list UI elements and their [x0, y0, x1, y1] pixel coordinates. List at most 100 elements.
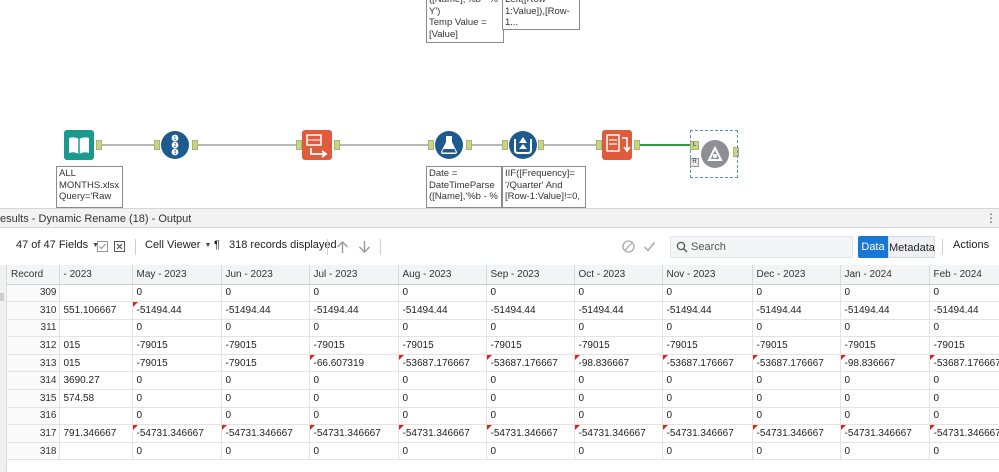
table-cell[interactable]: 0	[662, 371, 753, 391]
table-cell[interactable]: 0	[662, 442, 753, 461]
column-header[interactable]: Aug - 2023	[398, 265, 487, 285]
table-cell[interactable]: -79015	[929, 336, 999, 355]
table-cell[interactable]: -79015	[132, 354, 222, 373]
table-cell[interactable]: 574.58	[59, 389, 133, 408]
column-header[interactable]: Jun - 2023	[221, 265, 310, 285]
table-cell[interactable]: 0	[398, 284, 487, 303]
table-cell[interactable]: -51494.44	[486, 301, 575, 320]
table-cell[interactable]: -53687.176667	[398, 354, 487, 373]
table-cell[interactable]: 0	[752, 284, 841, 303]
table-cell[interactable]: 0	[929, 284, 999, 303]
table-cell[interactable]: 0	[398, 319, 487, 338]
table-cell[interactable]: -79015	[662, 336, 753, 355]
table-cell[interactable]: -51494.44	[398, 301, 487, 320]
output-anchor[interactable]	[192, 140, 198, 150]
table-cell[interactable]: 0	[752, 319, 841, 338]
checkbox-list-icon[interactable]	[97, 241, 108, 252]
input-anchor[interactable]	[154, 140, 160, 150]
table-cell[interactable]: -54731.346667	[398, 424, 487, 443]
table-cell[interactable]: 0	[398, 389, 487, 408]
table-cell[interactable]: -54731.346667	[929, 424, 999, 443]
table-cell[interactable]: 0	[309, 371, 399, 391]
column-header[interactable]: May - 2023	[132, 265, 222, 285]
table-cell[interactable]: -54731.346667	[309, 424, 399, 443]
table-cell[interactable]: -54731.346667	[486, 424, 575, 443]
multi-row-formula-tool-icon[interactable]	[508, 130, 538, 160]
table-cell[interactable]: 0	[398, 442, 487, 461]
table-cell[interactable]: 0	[309, 284, 399, 303]
table-cell[interactable]: -51494.44	[662, 301, 753, 320]
pilcrow-icon[interactable]: ¶	[214, 239, 220, 251]
table-cell[interactable]: 0	[752, 442, 841, 461]
table-cell[interactable]: 0	[132, 371, 222, 391]
tab-metadata[interactable]: Metadata	[888, 236, 935, 258]
table-cell[interactable]: -51494.44	[574, 301, 663, 320]
table-cell[interactable]: 0	[574, 284, 663, 303]
table-cell[interactable]: -66.607319	[309, 354, 399, 373]
table-cell[interactable]: 0	[132, 389, 222, 408]
table-cell[interactable]: -54731.346667	[221, 424, 310, 443]
apply-check-icon[interactable]	[643, 240, 656, 253]
table-cell[interactable]: 0	[221, 284, 310, 303]
table-cell[interactable]: 015	[59, 354, 133, 373]
table-cell[interactable]: 0	[840, 407, 930, 426]
table-cell[interactable]: 0	[486, 371, 575, 391]
arrow-down-icon[interactable]	[358, 240, 371, 254]
table-cell[interactable]: 0	[662, 284, 753, 303]
record-id-tool-icon[interactable]: 1 2 3	[160, 130, 190, 160]
table-cell[interactable]: 0	[840, 371, 930, 391]
table-cell[interactable]: 0	[752, 407, 841, 426]
table-cell[interactable]: 0	[929, 442, 999, 461]
cancel-filter-icon[interactable]	[622, 240, 635, 253]
search-box[interactable]	[670, 236, 853, 258]
table-cell[interactable]: -54731.346667	[752, 424, 841, 443]
input-anchor[interactable]	[296, 140, 302, 150]
table-cell[interactable]: 0	[486, 442, 575, 461]
input-anchor[interactable]	[596, 140, 602, 150]
transpose-tool-icon[interactable]	[302, 130, 332, 160]
selected-tool-outline[interactable]	[690, 130, 738, 178]
table-cell[interactable]: 0	[132, 319, 222, 338]
table-cell[interactable]: 0	[398, 407, 487, 426]
table-cell[interactable]: 0	[662, 407, 753, 426]
table-cell[interactable]	[59, 284, 133, 303]
input-data-tool-icon[interactable]	[64, 130, 94, 160]
table-cell[interactable]: 0	[662, 319, 753, 338]
table-cell[interactable]: -54731.346667	[662, 424, 753, 443]
table-cell[interactable]: 0	[486, 389, 575, 408]
table-cell[interactable]: -79015	[398, 336, 487, 355]
table-cell[interactable]: 791.346667	[59, 424, 133, 443]
table-cell[interactable]: -98.836667	[840, 354, 930, 373]
dynamic-rename-tool-icon[interactable]	[602, 130, 632, 160]
input-anchor[interactable]	[502, 140, 508, 150]
output-anchor[interactable]	[466, 140, 472, 150]
table-cell[interactable]: 0	[486, 319, 575, 338]
output-anchor[interactable]	[538, 140, 544, 150]
table-cell[interactable]: 3690.27	[59, 371, 133, 391]
formula-tool-icon[interactable]	[434, 130, 464, 160]
table-cell[interactable]: 0	[840, 284, 930, 303]
input-anchor[interactable]	[428, 140, 434, 150]
table-cell[interactable]: 0	[929, 319, 999, 338]
table-cell[interactable]: 0	[840, 319, 930, 338]
column-header[interactable]: Jul - 2023	[309, 265, 399, 285]
table-cell[interactable]: -79015	[221, 354, 310, 373]
table-cell[interactable]: -51494.44	[221, 301, 310, 320]
table-cell[interactable]: 0	[132, 407, 222, 426]
table-cell[interactable]: 0	[574, 442, 663, 461]
table-cell[interactable]: -79015	[752, 336, 841, 355]
table-cell[interactable]: 0	[309, 442, 399, 461]
workflow-canvas[interactable]: ([Name],'%b - % Y') Temp Value = [Value]…	[0, 0, 999, 208]
kebab-menu-icon[interactable]: ⋮	[985, 211, 997, 225]
output-anchor[interactable]	[96, 140, 102, 150]
column-header[interactable]: Jan - 2024	[840, 265, 930, 285]
column-header[interactable]: Dec - 2023	[752, 265, 841, 285]
right-input-anchor[interactable]: R	[690, 158, 699, 167]
table-cell[interactable]: 0	[221, 389, 310, 408]
